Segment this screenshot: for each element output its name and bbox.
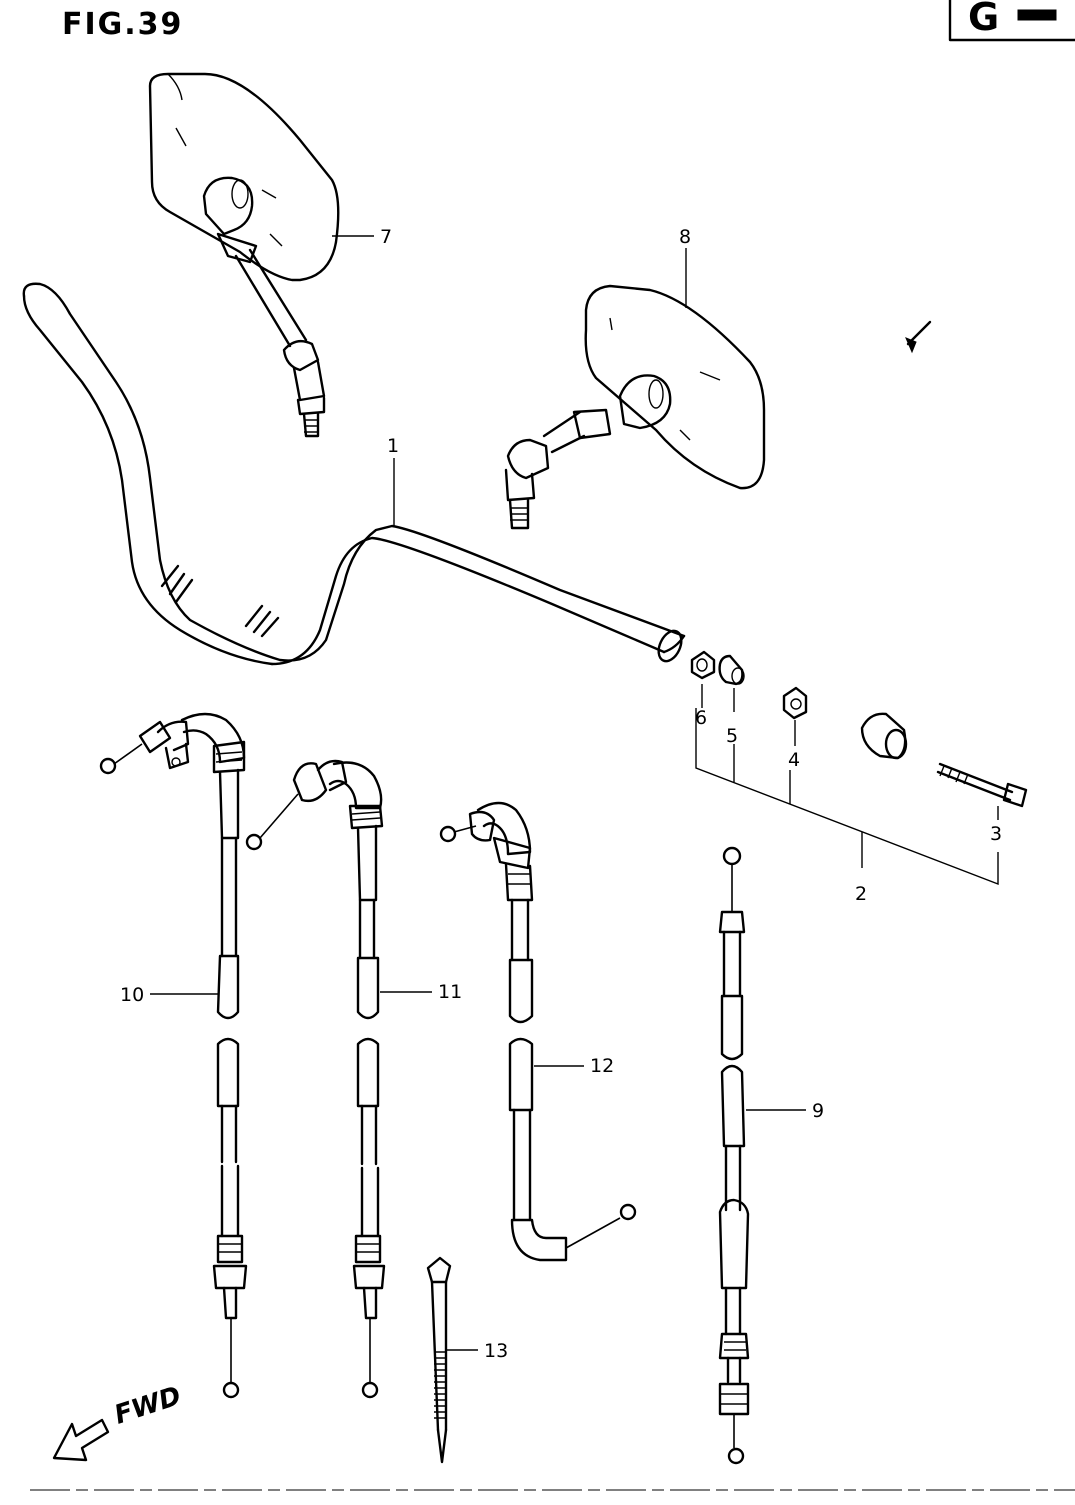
- figure-label: FIG.39: [62, 7, 183, 42]
- callout-13: 13: [484, 1340, 508, 1362]
- callout-4: 4: [788, 749, 800, 771]
- cable-tie: [426, 1256, 452, 1464]
- callout-5: 5: [726, 725, 738, 747]
- callout-7: 7: [380, 226, 392, 248]
- part-6-nut: [690, 650, 716, 680]
- section-tag: G: [968, 0, 999, 39]
- part-5-collar: [718, 654, 745, 686]
- cable-10: [99, 712, 248, 1399]
- callout-3: 3: [990, 823, 1002, 845]
- handlebar: [22, 282, 686, 666]
- callout-11: 11: [438, 981, 462, 1003]
- mirror-left: [148, 72, 340, 438]
- callout-12: 12: [590, 1055, 614, 1077]
- cable-11: [245, 759, 386, 1399]
- part-3-bolt: [936, 762, 1028, 808]
- forward-arrow-icon: [52, 1418, 110, 1462]
- dash-mark: [1017, 9, 1057, 21]
- cable-9: [718, 846, 750, 1465]
- callout-6: 6: [695, 707, 707, 729]
- cable-12: [439, 801, 637, 1262]
- section-tag-box: G: [948, 0, 1075, 42]
- screw-detail: [905, 320, 932, 354]
- part-4-nut: [782, 686, 808, 720]
- callout-10: 10: [120, 984, 144, 1006]
- callout-9: 9: [812, 1100, 824, 1122]
- callout-1: 1: [387, 435, 399, 457]
- forward-direction-label: FWD: [111, 1381, 185, 1431]
- mirror-right: [504, 284, 766, 530]
- group-bracket-2: [695, 708, 999, 886]
- handlebar-weight: [860, 712, 908, 760]
- callout-2: 2: [855, 883, 867, 905]
- callout-8: 8: [679, 226, 691, 248]
